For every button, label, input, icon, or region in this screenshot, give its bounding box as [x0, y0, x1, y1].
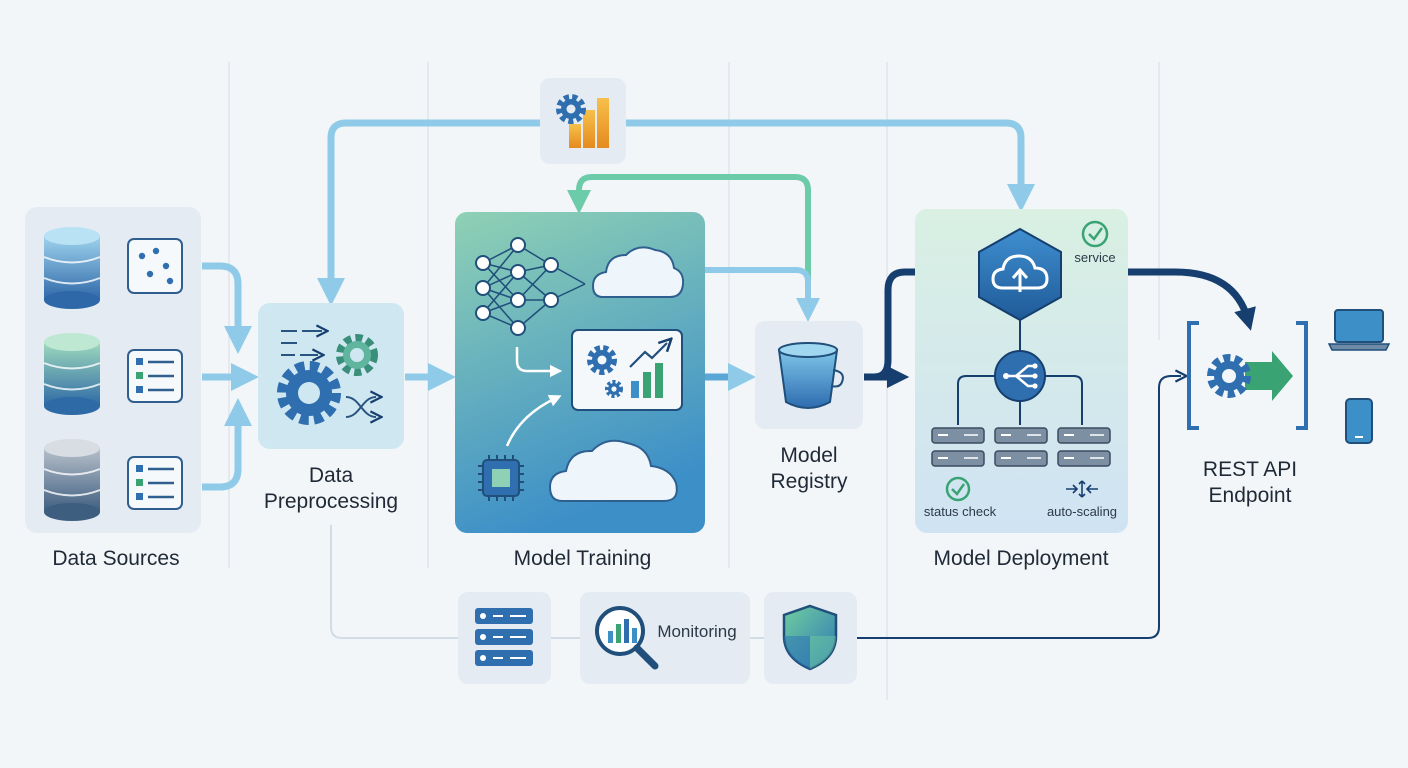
flow-arrow [505, 395, 562, 447]
model-training-panel [455, 212, 705, 533]
sources-to-preprocessing-arrows [202, 262, 259, 491]
check-icon [945, 476, 971, 502]
orchestration-arrow-to-deployment [626, 119, 1035, 212]
phone-icon [1345, 398, 1373, 444]
retrain-loop-arrow [567, 174, 811, 290]
rest-api-label-line1: REST API [1202, 458, 1298, 481]
orchestration-panel [540, 78, 626, 164]
database-icon [43, 333, 101, 415]
scatter-icon [127, 238, 183, 294]
gear-arrow-icon [1207, 351, 1293, 401]
load-balancer-icon [994, 350, 1046, 402]
model-deployment-label: Model Deployment [933, 547, 1109, 570]
monitoring-line [330, 525, 458, 639]
laptop-icon [1327, 309, 1391, 351]
load-balancer-tree [957, 320, 1083, 425]
cloud-icon [591, 246, 685, 298]
registry-to-service-arrow [864, 260, 977, 381]
server-icon [1057, 427, 1111, 467]
data-preprocessing-label-line1: Data [308, 464, 354, 487]
shuffle-icon [345, 397, 376, 417]
server-stack-icon [475, 608, 533, 666]
data-sources-label: Data Sources [52, 547, 180, 570]
model-deployment-panel [915, 209, 1128, 533]
server-icon [994, 427, 1048, 467]
shield-icon [782, 604, 838, 671]
magnifier-chart-icon [595, 606, 659, 670]
database-icon [43, 439, 101, 521]
orchestration-arrow-to-preprocessing [317, 119, 540, 306]
database-icon [43, 227, 101, 309]
feedback-to-endpoint-arrow [857, 376, 1181, 639]
security-panel [764, 592, 857, 684]
monitoring-panel [580, 592, 750, 684]
data-preprocessing-label-line2: Preprocessing [263, 490, 399, 513]
storage-panel [458, 592, 551, 684]
rest-api-label-line2: Endpoint [1208, 484, 1292, 507]
model-training-label: Model Training [513, 547, 652, 570]
list-icon [127, 349, 183, 403]
list-icon [127, 456, 183, 510]
flow-arrow [515, 347, 563, 378]
arrows-icon [281, 331, 322, 355]
rest-api-endpoint [1187, 321, 1308, 430]
neural-network-icon [475, 237, 586, 336]
bucket-icon [777, 342, 844, 409]
data-sources-panel [25, 207, 201, 533]
server-icon [931, 427, 985, 467]
auto-scaling-label: auto-scaling [1046, 504, 1118, 519]
gear-icon [277, 361, 341, 425]
service-to-endpoint-arrow [1062, 268, 1256, 331]
settings-chart-icon [556, 94, 609, 148]
service-label: service [1074, 250, 1116, 265]
training-chart-icon [571, 329, 683, 411]
scale-icon [1066, 480, 1098, 498]
gear-icon [336, 334, 378, 376]
data-preprocessing-panel [258, 303, 404, 449]
cloud-icon [548, 439, 678, 502]
training-to-registry-arrow [705, 267, 820, 322]
check-icon [1081, 220, 1109, 248]
monitoring-label: Monitoring [657, 622, 737, 641]
model-registry-label-line2: Registry [770, 470, 848, 493]
model-registry-label-line1: Model [780, 444, 838, 467]
model-registry-panel [755, 321, 863, 429]
status-check-label: status check [923, 504, 997, 519]
chip-icon [478, 455, 524, 501]
